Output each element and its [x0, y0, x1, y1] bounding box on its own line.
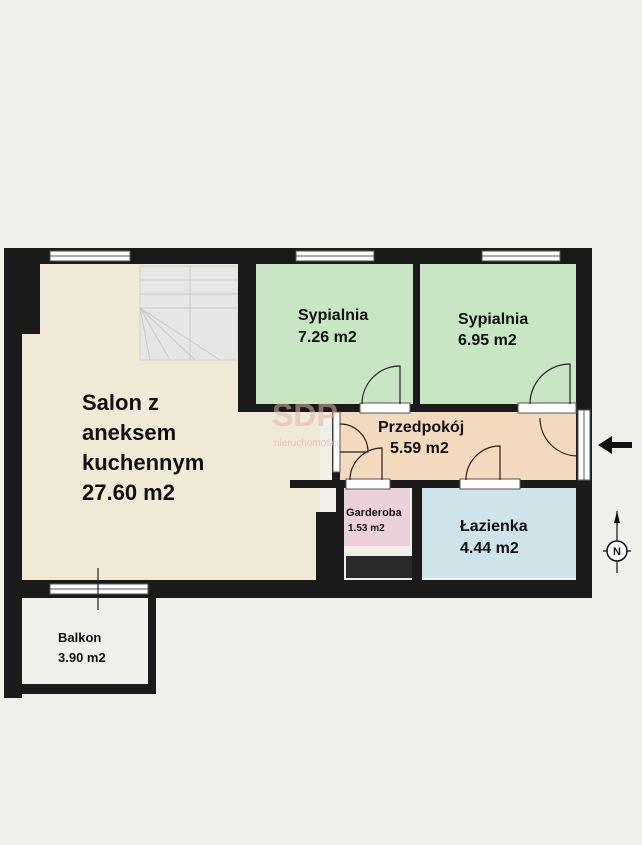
sypialnia-2-area: 6.95 m2: [458, 332, 517, 349]
room-garderoba[interactable]: [344, 488, 410, 546]
sypialnia-1-area: 7.26 m2: [298, 329, 357, 346]
lazienka-area: 4.44 m2: [460, 540, 519, 557]
salon-label-line3: kuchennym: [82, 450, 204, 475]
przedpokoj-name: Przedpokój: [378, 419, 464, 436]
balkon-area: 3.90 m2: [58, 650, 106, 665]
room-salon-extension: [150, 410, 320, 580]
salon-area: 27.60 m2: [82, 480, 175, 505]
watermark-sub: nieruchomości: [274, 438, 338, 449]
przedpokoj-area: 5.59 m2: [390, 440, 449, 457]
closet-strip: [346, 556, 412, 578]
garderoba-name: Garderoba: [346, 507, 403, 519]
garderoba-area: 1.53 m2: [348, 523, 385, 534]
entrance-arrow-icon: [598, 436, 632, 454]
room-sypialnia-2[interactable]: [420, 264, 576, 404]
door-gaps: [332, 402, 577, 490]
room-lazienka[interactable]: [422, 488, 576, 578]
sypialnia-2-name: Sypialnia: [458, 311, 528, 328]
watermark: SDP: [272, 397, 338, 433]
salon-label-line1: Salon z: [82, 390, 159, 415]
salon-label-line2: aneksem: [82, 420, 176, 445]
staircase: [139, 265, 239, 361]
door-swings: [97, 363, 579, 610]
room-sypialnia-1[interactable]: [256, 264, 413, 404]
compass-icon: N: [603, 511, 631, 573]
sypialnia-1-name: Sypialnia: [298, 307, 368, 324]
balkon-name: Balkon: [58, 630, 101, 645]
lazienka-name: Łazienka: [460, 518, 528, 535]
walls: [4, 248, 592, 698]
compass-label: N: [613, 546, 621, 558]
room-balkon[interactable]: [22, 598, 148, 684]
room-przedpokoj[interactable]: [340, 410, 578, 480]
windows: [49, 250, 591, 595]
